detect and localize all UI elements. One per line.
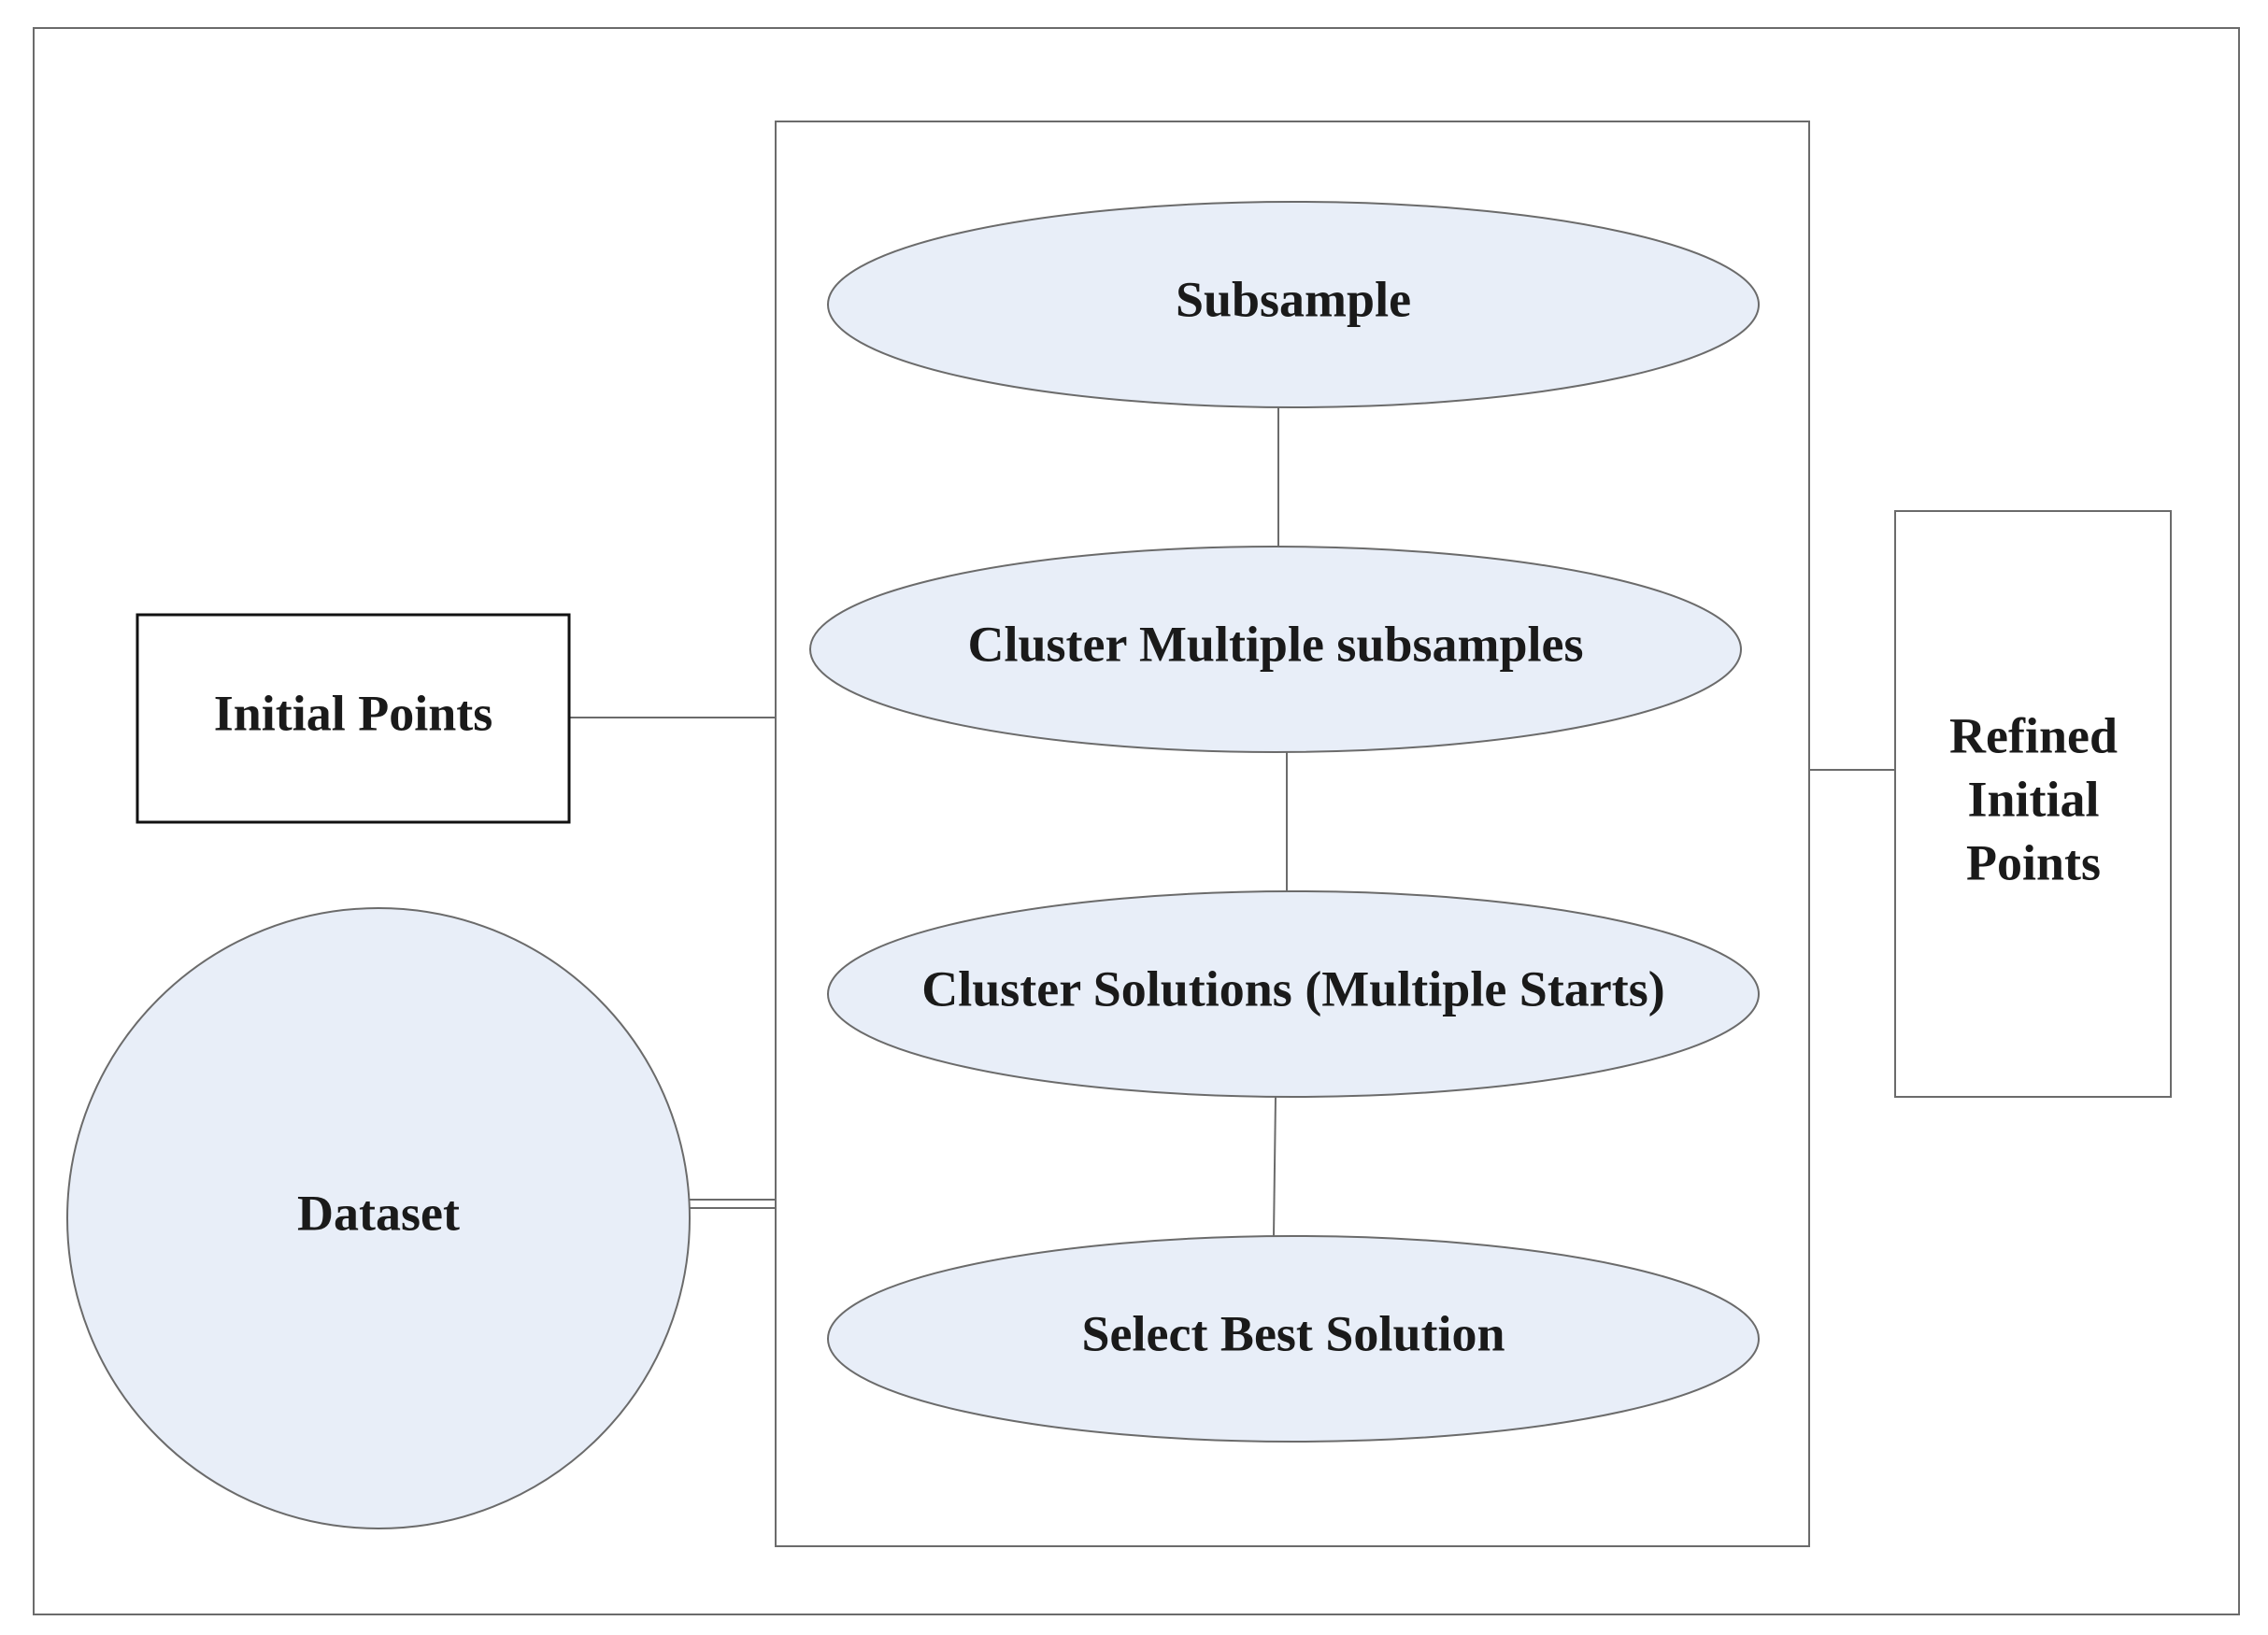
refined-label-line-3: Points <box>1966 834 2101 890</box>
cluster-multiple-subsamples-ellipse <box>809 546 1742 753</box>
initial-points-label: Initial Points <box>214 685 493 741</box>
initial-points-box <box>136 613 571 824</box>
refined-label-line-1: Refined <box>1949 707 2118 763</box>
process-container <box>775 121 1810 1547</box>
cluster-multiple-subsamples-label: Cluster Multiple subsamples <box>967 616 1583 672</box>
dataset-label: Dataset <box>297 1185 460 1241</box>
dataset-circle <box>66 907 691 1529</box>
select-best-solution-ellipse <box>827 1235 1760 1443</box>
connector-solutions-select <box>1273 1096 1277 1237</box>
select-best-solution-label: Select Best Solution <box>1082 1305 1505 1361</box>
subsample-ellipse <box>827 201 1760 408</box>
cluster-solutions-ellipse <box>827 890 1760 1098</box>
refined-label-line-2: Initial <box>1967 771 2099 827</box>
refined-initial-points-box <box>1894 510 2172 1098</box>
subsample-label: Subsample <box>1176 271 1411 327</box>
cluster-solutions-label: Cluster Solutions (Multiple Starts) <box>921 960 1665 1017</box>
outer-frame <box>33 27 2240 1615</box>
